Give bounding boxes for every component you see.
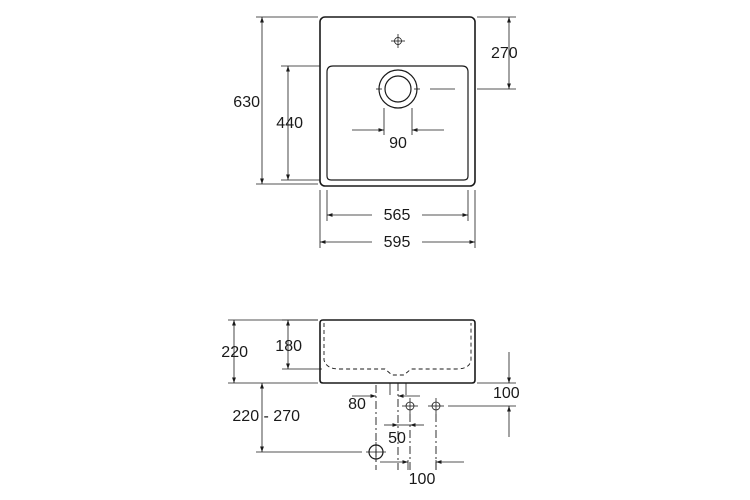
- dim-overall-depth: 630: [233, 94, 260, 111]
- waste-outlet: [389, 383, 407, 395]
- drain-icon: [376, 69, 455, 135]
- dim-drain-diameter: 90: [389, 135, 407, 152]
- dim-tap-zone: 270: [491, 45, 518, 62]
- dim-waste-offset: 80: [348, 396, 366, 413]
- bowl-outline: [326, 65, 469, 181]
- top-view: 90 630 440 270 565 595: [233, 16, 518, 251]
- dim-mount-height: 220 - 270: [232, 408, 300, 425]
- dim-bowl-height: 180: [275, 338, 302, 355]
- trap-outlet-icon: [366, 442, 386, 462]
- tap-hole-icon: [391, 34, 405, 48]
- dim-overall-width: 595: [384, 234, 411, 251]
- dim-connection-offset: 100: [409, 471, 436, 488]
- dim-bowl-width: 565: [384, 207, 411, 224]
- dim-connection-height: 100: [493, 385, 520, 402]
- side-view: 220 180 220 - 270 80: [221, 319, 520, 488]
- supply-valve-right-icon: [428, 398, 444, 414]
- supply-valve-left-icon: [402, 398, 418, 414]
- basin-side-outline: [319, 319, 476, 384]
- bowl-inner-hidden: [323, 323, 472, 376]
- dim-overall-height: 220: [221, 344, 248, 361]
- dim-waste-spacing: 50: [388, 430, 406, 447]
- dim-bowl-depth: 440: [276, 115, 303, 132]
- basin-outline: [319, 16, 476, 187]
